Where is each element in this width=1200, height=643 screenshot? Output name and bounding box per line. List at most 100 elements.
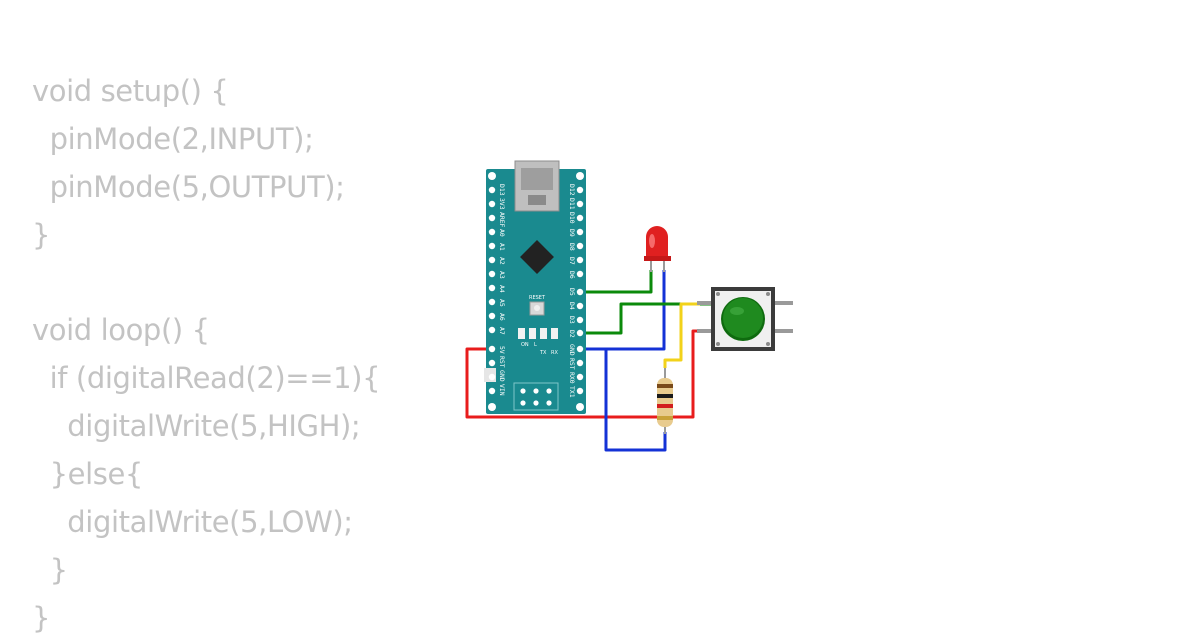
mounting-hole [576, 172, 584, 180]
pin-label: D8 [568, 243, 576, 251]
red-led[interactable] [644, 226, 671, 272]
code-line: if (digitalRead(2)==1){ [32, 361, 381, 396]
status-led [551, 328, 558, 339]
arduino-nano-board[interactable]: RESET ON L TX RX [484, 160, 586, 414]
pin-rst[interactable] [488, 359, 496, 367]
left-pin-labels: D13 3V3 AREF A0 A1 A2 A3 A4 A5 A6 A7 5V … [498, 184, 506, 396]
code-line: pinMode(5,OUTPUT); [32, 169, 345, 204]
pin-a4[interactable] [488, 284, 496, 292]
pin-d12[interactable] [576, 186, 584, 194]
button-leg [697, 329, 711, 333]
pin-d9[interactable] [576, 228, 584, 236]
pin-label: A6 [498, 313, 506, 321]
mounting-hole [488, 403, 496, 411]
led-rim [644, 256, 671, 261]
wire-green-led[interactable] [580, 270, 653, 294]
pin-label: GND [568, 344, 576, 356]
pin-label: D6 [568, 271, 576, 279]
button-cap-highlight [730, 307, 744, 315]
pin-a6[interactable] [488, 312, 496, 320]
pin-label: D4 [568, 302, 576, 310]
code-line: void setup() { [32, 74, 229, 108]
pin-a0[interactable] [488, 228, 496, 236]
status-led [529, 328, 536, 339]
pin-rx0[interactable] [576, 373, 584, 381]
pin-label: A0 [498, 229, 506, 237]
resistor-body [657, 378, 673, 427]
circuit-diagram: RESET ON L TX RX [465, 160, 793, 452]
pin-gnd-right[interactable] [576, 345, 584, 353]
pin-d10[interactable] [576, 214, 584, 222]
code-line: void loop() { [32, 313, 210, 348]
button-corner-dot [716, 342, 720, 346]
pin-label: RX0 [568, 372, 576, 384]
pin-tx1[interactable] [576, 387, 584, 395]
pin-label: 3V3 [498, 198, 506, 210]
usb-port-icon [521, 168, 553, 190]
wire-yellow[interactable] [663, 302, 700, 368]
pin-3v3[interactable] [488, 200, 496, 208]
pin-5v[interactable] [488, 345, 496, 353]
wire-green-button[interactable] [580, 302, 711, 335]
pin-label: GND [498, 370, 506, 382]
status-led [518, 328, 525, 339]
pin-label: D11 [568, 198, 576, 210]
button-leg [775, 329, 793, 333]
wire-blue-led[interactable] [580, 270, 666, 351]
microcontroller-chip [520, 240, 554, 274]
pin-label: D3 [568, 316, 576, 324]
pin-d2[interactable] [576, 329, 584, 337]
resistor[interactable] [657, 368, 673, 434]
pin-label: VIN [498, 384, 506, 396]
right-pin-labels: D12 D11 D10 D9 D8 D7 D6 D5 D4 D3 D2 GND … [568, 184, 576, 398]
code-line: } [32, 600, 51, 635]
pin-d4[interactable] [576, 302, 584, 310]
pin-label: A1 [498, 243, 506, 251]
pin-label: A3 [498, 271, 506, 279]
pin-label: AREF [498, 212, 506, 228]
code-line: digitalWrite(5,HIGH); [32, 409, 361, 444]
icsp-pin [520, 400, 526, 406]
pin-gnd[interactable] [488, 373, 496, 381]
wire-blue[interactable] [580, 347, 667, 452]
button-cap[interactable] [723, 298, 763, 338]
pin-d8[interactable] [576, 242, 584, 250]
pushbutton[interactable] [697, 287, 793, 351]
code-line: }else{ [32, 457, 144, 492]
pin-label: A7 [498, 327, 506, 335]
pin-label: A2 [498, 257, 506, 265]
pin-label: D7 [568, 257, 576, 265]
pin-d6[interactable] [576, 270, 584, 278]
led-label-l: L [534, 342, 537, 348]
pin-label: TX1 [568, 386, 576, 398]
pin-a2[interactable] [488, 256, 496, 264]
pin-d7[interactable] [576, 256, 584, 264]
pin-a7[interactable] [488, 326, 496, 334]
pin-label: D10 [568, 212, 576, 224]
usb-port-detail [528, 195, 546, 205]
pin-label: D2 [568, 330, 576, 338]
led-label-on: ON [521, 342, 529, 348]
pin-a1[interactable] [488, 242, 496, 250]
pin-a5[interactable] [488, 298, 496, 306]
icsp-pin [546, 400, 552, 406]
pin-d11[interactable] [576, 200, 584, 208]
icsp-pin [546, 388, 552, 394]
pin-a3[interactable] [488, 270, 496, 278]
pin-aref[interactable] [488, 214, 496, 222]
icsp-pin [520, 388, 526, 394]
wire-red[interactable] [465, 329, 711, 419]
reset-button-cap[interactable] [534, 305, 540, 311]
mounting-hole [488, 172, 496, 180]
pin-d3[interactable] [576, 316, 584, 324]
button-leg [775, 301, 793, 305]
pin-d13[interactable] [488, 186, 496, 194]
pin-rst-right[interactable] [576, 359, 584, 367]
icsp-pin [533, 388, 539, 394]
led-highlight [649, 234, 655, 248]
pin-vin[interactable] [488, 387, 496, 395]
pin-label: RST [568, 358, 576, 370]
code-line: } [32, 552, 68, 587]
pin-label: D5 [568, 288, 576, 296]
pin-d5[interactable] [576, 288, 584, 296]
